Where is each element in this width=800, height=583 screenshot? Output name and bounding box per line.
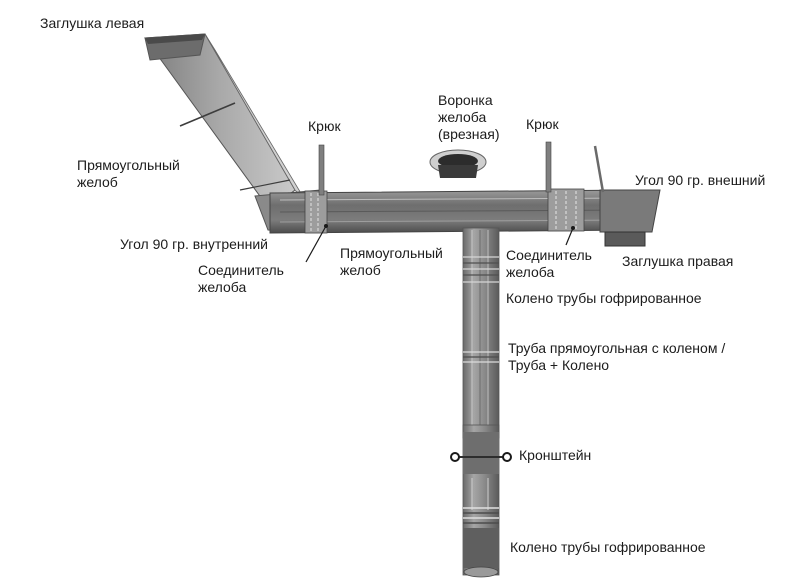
label-line: желоб [340,262,381,278]
label-hook-right: Крюк [526,116,559,132]
label-funnel: Воронка желоба (врезная) [438,92,500,143]
label-line: желоба [198,279,247,295]
connector-right [547,188,585,232]
label-cap-left: Заглушка левая [40,15,145,31]
label-line: Воронка [438,92,493,108]
label-gutter-middle: Прямоугольный желоб [340,245,443,279]
label-line: (врезная) [438,126,500,142]
label-pipe: Труба прямоугольная с коленом / Труба + … [508,340,725,374]
label-line: желоба [506,264,555,280]
connector-left [304,190,328,234]
label-line: Труба прямоугольная с коленом / [508,340,726,356]
gutter-horizontal [269,189,641,234]
hook-left [318,144,325,196]
funnel-insert [429,149,487,178]
leader-connector-right [565,227,574,246]
corner-outer [599,189,661,233]
hook-right [545,141,605,193]
label-corner-outer: Угол 90 гр. внешний [635,172,766,188]
downpipe-upper [462,227,500,439]
label-line: Соединитель [198,262,284,278]
label-line: Прямоугольный [77,157,180,173]
label-elbow-bottom: Колено трубы гофрированное [510,539,706,555]
label-gutter-upper: Прямоугольный желоб [77,157,180,191]
bracket [450,452,512,462]
label-corner-inner: Угол 90 гр. внутренний [120,236,268,252]
label-hook-left: Крюк [308,118,341,134]
label-bracket: Кронштейн [519,447,592,463]
label-line: желоб [77,174,118,190]
elbow-corrugated-top [463,256,499,283]
label-line: Прямоугольный [340,245,443,261]
cap-right [604,231,646,247]
label-line: Соединитель [506,247,592,263]
leader-connector-left [305,225,327,263]
label-elbow-top: Колено трубы гофрированное [506,290,702,306]
label-connector-right: Соединитель желоба [506,247,592,281]
cap-left [145,34,205,44]
label-cap-right: Заглушка правая [622,253,734,269]
label-line: Труба + Колено [508,357,610,373]
pipe-joint-rings [463,351,499,363]
label-line: желоба [438,109,487,125]
elbow-corrugated-bottom [463,507,499,578]
label-connector-left: Соединитель желоба [198,262,284,296]
